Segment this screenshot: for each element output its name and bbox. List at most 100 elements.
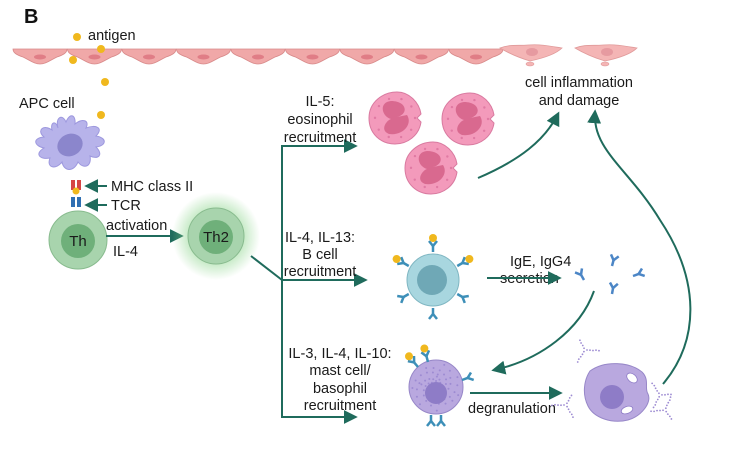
released-granules bbox=[551, 339, 673, 420]
secreted-antibodies bbox=[574, 253, 646, 295]
th-nucleus bbox=[61, 224, 95, 258]
released-granule bbox=[664, 407, 667, 410]
antibody-stem bbox=[402, 292, 410, 299]
granule bbox=[445, 378, 448, 381]
released-granule bbox=[572, 416, 574, 419]
granule bbox=[411, 386, 414, 389]
antibody-arm bbox=[638, 272, 646, 278]
antibody-stem bbox=[456, 261, 464, 268]
released-granule bbox=[670, 418, 673, 420]
released-granule bbox=[670, 393, 672, 396]
released-granule bbox=[579, 355, 582, 358]
granule bbox=[443, 363, 446, 366]
granule bbox=[449, 382, 452, 385]
granule bbox=[438, 369, 441, 372]
granule bbox=[424, 379, 427, 382]
granule bbox=[456, 384, 459, 387]
mhc-class-ii-molecule bbox=[71, 180, 75, 190]
eosinophil bbox=[368, 91, 422, 145]
apc-cell-label: APC cell bbox=[19, 96, 75, 112]
released-granule bbox=[651, 382, 654, 385]
epithelial-nucleus bbox=[197, 54, 210, 60]
antibody-arm bbox=[579, 268, 584, 275]
b-cell-nucleus bbox=[417, 265, 447, 295]
eosinophil-granule bbox=[460, 136, 463, 140]
antibody-arm bbox=[426, 420, 432, 427]
granule bbox=[436, 373, 439, 376]
bound-antigen bbox=[429, 234, 437, 242]
released-granule bbox=[659, 409, 661, 412]
antibody bbox=[456, 292, 469, 304]
epithelial-nucleus bbox=[470, 54, 482, 60]
antibody bbox=[609, 253, 620, 267]
granule bbox=[414, 379, 417, 382]
antibody-arm bbox=[467, 376, 475, 382]
granule bbox=[415, 395, 418, 398]
antibody-stem bbox=[413, 361, 419, 368]
granule bbox=[418, 403, 421, 406]
antibody bbox=[426, 415, 436, 427]
antibody-stem bbox=[425, 355, 430, 363]
released-granule bbox=[654, 404, 657, 406]
il4-label: IL-4 bbox=[113, 244, 138, 260]
th2-cell: Th2 bbox=[172, 192, 260, 280]
released-granule bbox=[655, 401, 658, 403]
antibody-arm bbox=[612, 282, 619, 290]
il4-il13-label: IL-4, IL-13: B cell recruitment bbox=[284, 230, 357, 280]
damaged-nucleus bbox=[526, 48, 538, 56]
bound-antigen bbox=[465, 255, 474, 263]
antibody-to-mast-cell-arrow bbox=[491, 290, 595, 375]
antibody-arm bbox=[397, 294, 404, 299]
released-granule bbox=[563, 404, 565, 406]
antibody-arm bbox=[461, 296, 466, 304]
released-granule bbox=[653, 410, 655, 413]
granule bbox=[448, 395, 451, 398]
degranulating-mast-cell bbox=[583, 363, 650, 422]
released-granule bbox=[592, 349, 594, 352]
granule bbox=[438, 378, 441, 381]
released-granule bbox=[658, 395, 661, 398]
mhc-tcr-complex bbox=[71, 180, 81, 207]
antigen-dot bbox=[73, 33, 81, 41]
antibody bbox=[608, 281, 619, 295]
antibody-arm bbox=[432, 240, 438, 247]
granule bbox=[444, 402, 447, 405]
granule bbox=[435, 409, 438, 412]
eosinophil-granule bbox=[413, 178, 416, 181]
eosinophil-nucleus bbox=[455, 102, 482, 136]
th2-nucleus bbox=[199, 220, 233, 254]
released-granule bbox=[566, 405, 568, 408]
degranulation-to-damage-arrow bbox=[587, 109, 692, 385]
activation-label: activation bbox=[106, 218, 167, 234]
antibody bbox=[392, 255, 410, 268]
granule bbox=[425, 367, 428, 370]
granule bbox=[424, 385, 427, 388]
released-granule bbox=[661, 393, 663, 396]
bound-antigen bbox=[405, 352, 414, 361]
eosinophil-granule bbox=[436, 147, 439, 151]
released-granule bbox=[568, 411, 571, 413]
released-granule bbox=[654, 387, 657, 390]
antibody-arm bbox=[466, 371, 473, 379]
epithelial-nucleus bbox=[306, 54, 319, 60]
antibody-stem bbox=[461, 376, 469, 382]
granule bbox=[431, 371, 434, 374]
antibody-stem bbox=[632, 272, 640, 278]
antibody bbox=[436, 415, 446, 427]
granule bbox=[425, 399, 428, 402]
released-granule bbox=[595, 349, 597, 352]
granule bbox=[432, 366, 435, 369]
released-granule bbox=[554, 403, 556, 406]
epithelial-nucleus bbox=[143, 54, 155, 60]
epithelial-nucleus bbox=[252, 54, 264, 60]
released-granule bbox=[551, 404, 553, 407]
eosinophil-granule bbox=[409, 166, 413, 170]
il3-label-line1: IL-3, IL-4, IL-10: bbox=[288, 346, 391, 362]
released-granule bbox=[656, 390, 659, 392]
epithelium-layer bbox=[12, 44, 638, 67]
eosinophil-nucleus bbox=[418, 151, 445, 185]
antigen-peptide bbox=[72, 187, 80, 195]
degranulating-cell-nucleus bbox=[600, 385, 624, 409]
granule bbox=[443, 373, 446, 376]
